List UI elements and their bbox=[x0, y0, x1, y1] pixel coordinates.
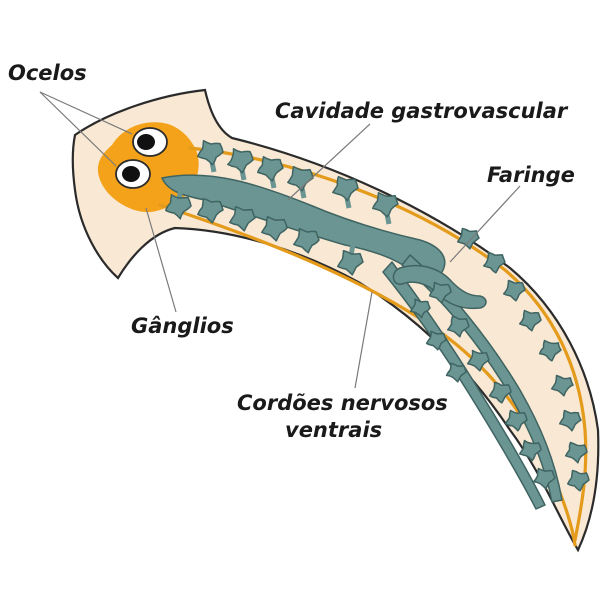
label-cavidade-gastrovascular: Cavidade gastrovascular bbox=[275, 99, 569, 123]
label-faringe: Faringe bbox=[487, 163, 575, 187]
label-ocelos: Ocelos bbox=[8, 61, 87, 85]
pupil-lower-icon bbox=[122, 166, 140, 182]
label-ganglios: Gânglios bbox=[131, 314, 234, 338]
pupil-upper-icon bbox=[137, 134, 155, 150]
leader-cordoes bbox=[355, 292, 372, 388]
label-cordoes-line2: ventrais bbox=[285, 418, 382, 442]
label-cordoes-line1: Cordões nervosos bbox=[237, 391, 448, 415]
